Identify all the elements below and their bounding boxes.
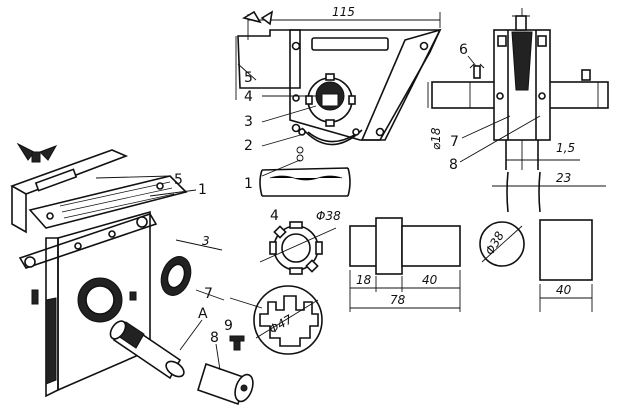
- label-9: 9: [224, 318, 233, 334]
- dim-40-sleeve: 40: [556, 283, 572, 297]
- label-2: 2: [244, 138, 253, 154]
- shaft-parts: A 8 9: [109, 306, 254, 406]
- dim-18-vertical: ⌀18: [429, 127, 443, 150]
- dim-115: 115: [332, 5, 355, 19]
- label-5-assembly: 5: [174, 172, 183, 188]
- front-view: 115 5: [235, 5, 442, 197]
- label-4-front: 4: [244, 89, 253, 105]
- label-8-side: 8: [449, 157, 458, 173]
- ring-7-large: Φ47: [229, 285, 323, 355]
- shaft-drawing: 18 40 78: [349, 217, 461, 312]
- washer-pair: 23: [492, 171, 606, 213]
- side-view: ⌀18 1,5 6 7 8: [427, 8, 609, 173]
- washer-7-small: 3 7: [160, 234, 225, 302]
- label-1-front: 1: [244, 176, 253, 192]
- label-1-assembly: 1: [198, 182, 207, 198]
- disc-8-drawing: Φ38: [479, 221, 525, 267]
- label-5-front: 5: [244, 70, 253, 86]
- assembly-perspective: 5 1: [10, 142, 207, 398]
- label-7-detail: 7: [204, 286, 213, 302]
- dim-1-5: 1,5: [556, 141, 575, 155]
- dim-3: 3: [202, 234, 210, 248]
- dim-47: Φ47: [267, 312, 296, 337]
- dim-38-gear: Φ38: [316, 209, 341, 223]
- dim-78: 78: [390, 293, 406, 307]
- gear-4-detail: 4 Φ38: [259, 208, 341, 275]
- label-3: 3: [244, 114, 253, 130]
- label-a: A: [198, 306, 208, 322]
- dim-18: 18: [356, 273, 372, 287]
- label-7-side: 7: [450, 134, 459, 150]
- label-6: 6: [459, 42, 468, 58]
- dim-40-shaft: 40: [422, 273, 438, 287]
- dim-23: 23: [556, 171, 571, 185]
- label-4-detail: 4: [270, 208, 279, 224]
- label-8-assembly: 8: [210, 330, 219, 346]
- sleeve-drawing: 40: [539, 219, 593, 312]
